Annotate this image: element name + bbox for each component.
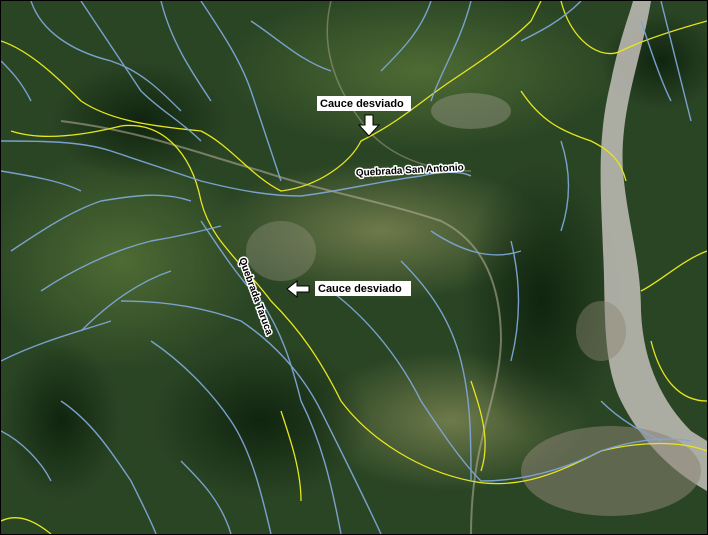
forest-patch: [151, 341, 371, 501]
forest-patch: [51, 61, 231, 181]
terrain-patch: [1, 151, 261, 371]
annotation-cauce-desviado-1: Cauce desviado: [317, 96, 411, 137]
road: [60, 120, 503, 534]
town-area: [521, 426, 701, 516]
settlement: [431, 93, 511, 129]
settlement: [246, 221, 316, 281]
stream-network: [1, 1, 692, 534]
main-riverbed: [600, 1, 707, 491]
forest-patch: [461, 161, 621, 441]
left-arrow-icon: [286, 279, 310, 299]
annotation-box: [317, 96, 411, 111]
annotation-cauce-desviado-2: Cauce desviado: [286, 279, 411, 299]
terrain-patch: [221, 1, 621, 151]
down-arrow-icon: [357, 114, 381, 137]
forest-patch: [1, 341, 121, 501]
road: [326, 1, 472, 172]
annotation-label: Cauce desviado: [320, 98, 404, 110]
annotation-label: Cauce desviado: [318, 283, 402, 295]
town-area: [576, 301, 626, 361]
annotation-box: [315, 281, 411, 296]
